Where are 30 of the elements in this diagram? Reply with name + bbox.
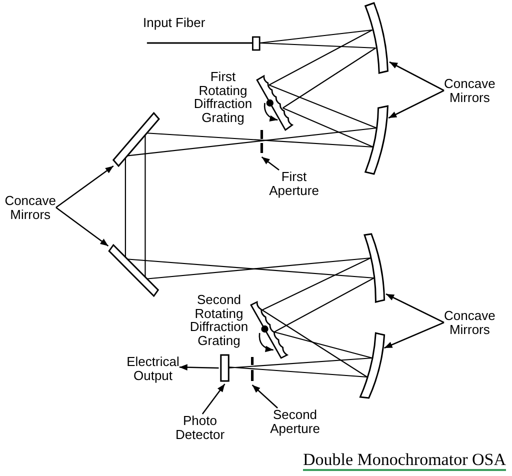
callout-label: Photo Detector bbox=[175, 414, 225, 441]
aperture-slit bbox=[260, 130, 264, 153]
leader-arrow bbox=[56, 165, 114, 208]
leader-arrow bbox=[389, 61, 444, 92]
mirror bbox=[364, 2, 388, 74]
aperture-slit bbox=[251, 357, 254, 381]
caption: Double Monochromator OSA bbox=[302, 450, 506, 471]
part-label: Second Rotating Diffraction Grating bbox=[190, 293, 248, 347]
leader-arrow bbox=[384, 322, 444, 349]
leader-arrow bbox=[179, 364, 219, 371]
callout-label: Concave Mirrors bbox=[444, 77, 496, 104]
part-label: First Rotating Diffraction Grating bbox=[194, 70, 252, 124]
callout-label: Electrical Output bbox=[126, 355, 180, 382]
photo-detector bbox=[220, 354, 230, 382]
part-label: Input Fiber bbox=[143, 16, 206, 30]
leader-arrow bbox=[202, 384, 226, 414]
mirror bbox=[108, 244, 160, 298]
mirror bbox=[359, 332, 386, 399]
leader-arrow bbox=[261, 156, 280, 171]
leader-arrow bbox=[388, 90, 444, 119]
leader-arrow bbox=[56, 206, 109, 247]
leader-arrow bbox=[252, 384, 278, 408]
mirror bbox=[364, 233, 386, 303]
mirror bbox=[364, 105, 388, 175]
callout-label: Concave Mirrors bbox=[444, 309, 496, 336]
mirror bbox=[112, 112, 160, 168]
leader-arrow bbox=[386, 293, 444, 324]
callout-label: First Aperture bbox=[269, 170, 319, 197]
callout-label: Second Aperture bbox=[270, 408, 320, 435]
callout-label: Concave Mirrors bbox=[4, 194, 56, 221]
